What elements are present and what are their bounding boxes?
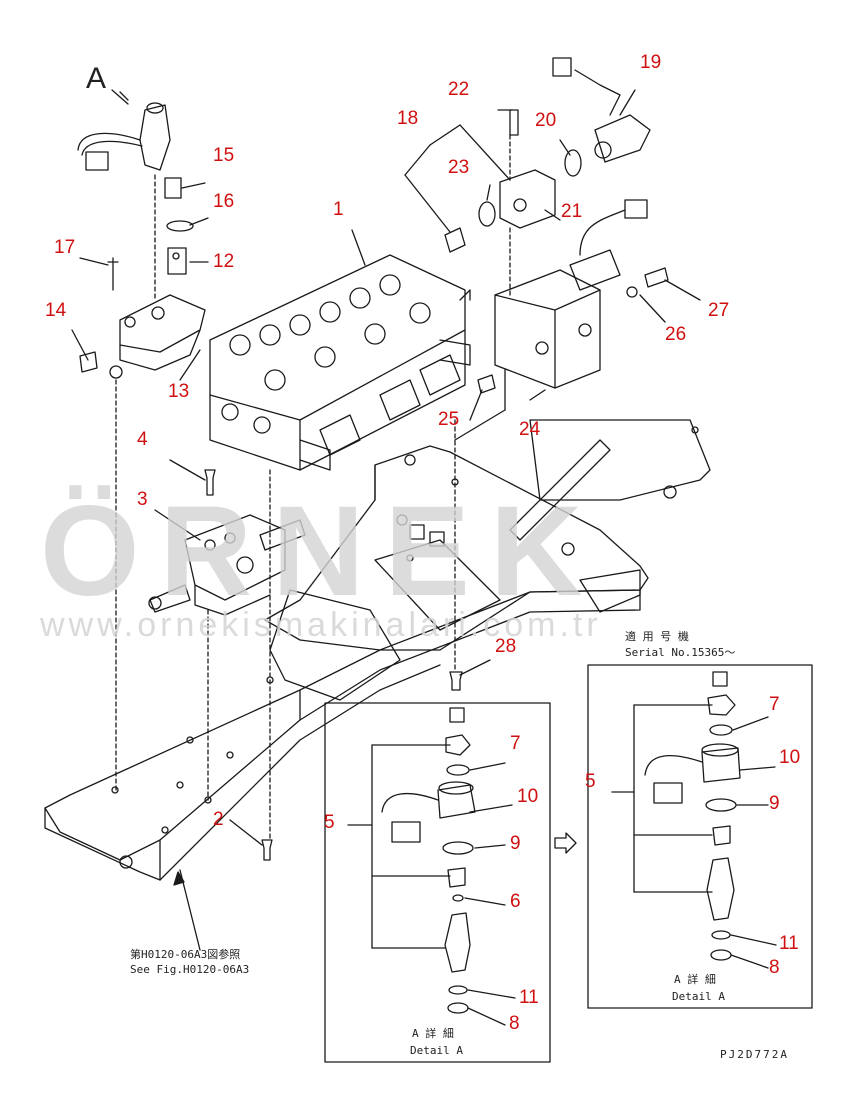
see-fig-note-en: See Fig.H0120-06A3 (130, 963, 250, 976)
callout-22: 22 (448, 79, 470, 100)
callout-10-right: 10 (779, 747, 801, 768)
hollow-arrow (554, 832, 577, 854)
callout-4: 4 (137, 429, 148, 450)
callout-9-right: 9 (769, 793, 780, 814)
see-fig-note-jp: 第H0120-06A3図参照 (130, 948, 241, 961)
callout-27: 27 (708, 300, 730, 321)
callout-23: 23 (448, 157, 470, 178)
callout-19: 19 (640, 52, 662, 73)
main-control-valve (209, 254, 471, 471)
callout-24: 24 (519, 419, 541, 440)
callout-12: 12 (213, 251, 235, 272)
callout-10-left: 10 (517, 786, 539, 807)
callout-18: 18 (397, 108, 419, 129)
drawing-code: PJ2D772A (720, 1048, 789, 1061)
callout-16: 16 (213, 191, 235, 212)
callout-2: 2 (213, 809, 224, 830)
detail-right-title-jp: A 詳 細 (674, 973, 716, 986)
callout-20: 20 (535, 110, 557, 131)
callout-21: 21 (561, 201, 583, 222)
small-valve-block (148, 514, 306, 616)
callout-25: 25 (438, 409, 460, 430)
detail-a-left (324, 702, 551, 1063)
pressure-switch-assembly (77, 89, 194, 373)
detail-right-title-en: Detail A (672, 990, 725, 1003)
callout-7-left: 7 (510, 733, 521, 754)
serial-note-jp: 適 用 号 機 (625, 630, 689, 643)
leader-lines (71, 89, 701, 951)
callout-9-left: 9 (510, 833, 521, 854)
serial-note-en: Serial No.15365～ (625, 646, 736, 659)
callout-17: 17 (54, 237, 76, 258)
watermark-brand: ÖRNEK (40, 480, 603, 623)
callout-7-right: 7 (769, 694, 780, 715)
detail-a-right (587, 664, 813, 1009)
watermark-url: www.ornekismakinalari.com.tr (40, 606, 602, 644)
frame-beam (44, 589, 641, 881)
callout-5-left: 5 (324, 812, 335, 833)
callout-6: 6 (510, 891, 521, 912)
bracket (109, 294, 206, 379)
callout-11-right: 11 (779, 933, 799, 954)
bolts (204, 469, 463, 861)
callout-13: 13 (168, 381, 190, 402)
callout-15: 15 (213, 145, 235, 166)
callout-1: 1 (333, 199, 344, 220)
callout-28: 28 (495, 636, 517, 657)
callout-8-left: 8 (509, 1013, 520, 1034)
callout-11-left: 11 (519, 987, 539, 1008)
callout-5-right: 5 (585, 771, 596, 792)
callout-14: 14 (45, 300, 67, 321)
detail-left-title-jp: A 詳 細 (412, 1027, 454, 1040)
view-arrow-label: A (86, 62, 107, 95)
detail-left-title-en: Detail A (410, 1044, 463, 1057)
callout-8-right: 8 (769, 957, 780, 978)
callout-3: 3 (137, 489, 148, 510)
callout-26: 26 (665, 324, 687, 345)
solenoid-valve-block (444, 57, 669, 394)
mounting-plate (264, 419, 711, 701)
